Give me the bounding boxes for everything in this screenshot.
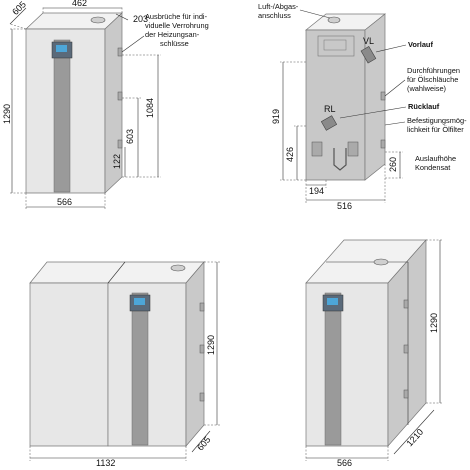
deep-flue <box>373 258 389 266</box>
note-durch-1: Durchführungen <box>407 66 460 75</box>
knockout-3 <box>117 139 123 149</box>
deep-front-face <box>305 282 389 447</box>
dim-height-total: 1290 <box>2 104 12 124</box>
rear-view-dimensions: 919 426 194 516 260 <box>271 61 403 211</box>
ausbrueche-note: Ausbrüche für indi- viduelle Verrohrung … <box>145 12 209 48</box>
note-luft-2: anschluss <box>258 11 291 20</box>
note-befest-1: Befestigungsmög- <box>407 116 467 125</box>
deep-strip <box>324 292 342 446</box>
dim-double-height: 1290 <box>206 335 216 355</box>
note-ausbrueche-1: Ausbrüche für indi- <box>145 12 208 21</box>
vl-pipe <box>360 46 377 64</box>
double-unit <box>29 261 205 447</box>
knockout-1 <box>117 47 123 57</box>
double-knockout-3 <box>199 392 205 402</box>
label-vl: VL <box>363 36 374 46</box>
deep-knockout-2 <box>403 344 409 354</box>
flue-connector <box>90 16 106 24</box>
rear-bracket-right <box>347 141 359 157</box>
note-befest-2: lichkeit für Ölfilter <box>407 125 464 134</box>
deep-unit <box>305 239 427 447</box>
note-durch-2: für Ölschläuche <box>407 75 458 84</box>
rear-view-labels: Luft-/Abgas- anschluss VL Vorlauf Durchf… <box>258 2 467 172</box>
dim-deep-height: 1290 <box>429 313 439 333</box>
rear-panel-inner <box>323 39 347 51</box>
dim-deep-depth: 1210 <box>404 427 425 449</box>
condensate-drain <box>333 148 347 171</box>
dim-height-603: 603 <box>125 129 135 144</box>
display-screen <box>56 45 67 52</box>
double-front-left <box>29 282 109 447</box>
deep-knockout-3 <box>403 389 409 399</box>
note-ausbrueche-2: viduelle Verrohrung <box>145 21 209 30</box>
front-view-unit <box>25 12 123 194</box>
dim-height-122: 122 <box>112 154 122 169</box>
dim-rear-260: 260 <box>388 157 398 172</box>
dim-double-depth: 605 <box>195 435 212 453</box>
dim-top-offset: 203 <box>133 14 148 24</box>
dim-rear-194: 194 <box>309 186 324 196</box>
rear-knockout-2 <box>380 139 386 149</box>
note-auslauf-2: Kondensat <box>415 163 450 172</box>
front-strip <box>53 39 71 193</box>
dim-rear-516: 516 <box>337 201 352 211</box>
deep-screen <box>327 298 338 305</box>
dim-rear-919: 919 <box>271 109 281 124</box>
double-side-face <box>185 261 205 447</box>
rear-service-panel <box>317 35 355 57</box>
note-vorlauf: Vorlauf <box>408 40 433 49</box>
double-knockout-2 <box>199 344 205 354</box>
double-flue <box>170 264 186 272</box>
dim-rear-426: 426 <box>285 147 295 162</box>
double-screen <box>134 298 145 305</box>
rear-view-unit <box>305 13 386 181</box>
note-luft-1: Luft-/Abgas- <box>258 2 299 11</box>
note-durch-3: (wahlweise) <box>407 84 446 93</box>
rl-pipe <box>320 115 338 131</box>
dim-top-depth: 605 <box>10 0 28 17</box>
rear-flue <box>327 16 341 24</box>
double-knockout-1 <box>199 302 205 312</box>
dim-front-width: 566 <box>57 197 72 207</box>
note-ausbrueche-3: der Heizungsan- <box>145 30 200 39</box>
dim-deep-width: 566 <box>337 458 352 468</box>
rear-bracket-left <box>311 141 323 157</box>
knockout-2 <box>117 91 123 101</box>
deep-knockout-1 <box>403 299 409 309</box>
note-auslauf-1: Auslaufhöhe <box>415 154 456 163</box>
double-strip <box>131 292 149 446</box>
rear-knockout-1 <box>380 91 386 101</box>
dim-top-width: 462 <box>72 0 87 8</box>
dim-double-width: 1132 <box>96 458 115 468</box>
note-ausbrueche-4: schlüsse <box>160 39 189 48</box>
note-ruecklauf: Rücklauf <box>408 102 440 111</box>
label-rl: RL <box>324 104 336 114</box>
dim-height-1084: 1084 <box>145 98 155 118</box>
